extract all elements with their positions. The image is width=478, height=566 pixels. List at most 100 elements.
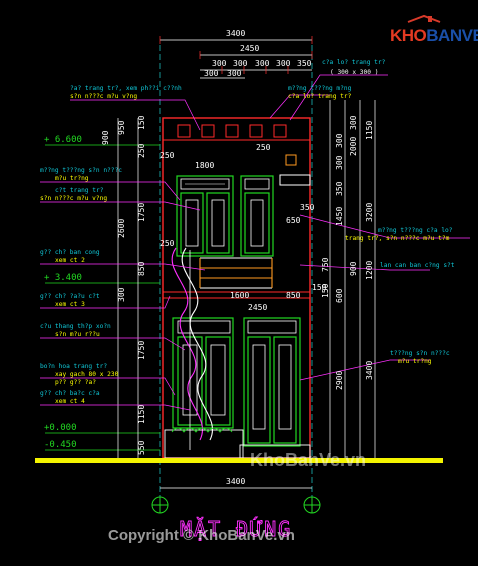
svg-text:c?u thang th?p xo?n: c?u thang th?p xo?n — [40, 323, 111, 330]
left-dim-0: 900 — [101, 130, 110, 145]
right-dimension-lines — [329, 100, 376, 458]
dim-seg-2: 300 — [233, 59, 248, 68]
right-dim-6: 1450 — [335, 207, 344, 226]
note-left-2: c?t trang tr? s?n n???c m?u v?ng — [40, 187, 107, 202]
dim-1800: 1800 — [195, 161, 214, 170]
drawing-title: MẶT ĐỨNG — [180, 517, 292, 541]
svg-text:m??ng t???ng m?ng: m??ng t???ng m?ng — [288, 85, 352, 92]
dim-seg-5: 350 — [297, 59, 312, 68]
right-dim-10: 900 — [349, 261, 358, 276]
note-left-1: m??ng t???ng s?n n???c m?u tr?ng — [40, 167, 122, 182]
dim-250b: 250 — [256, 143, 271, 152]
note-left-6: bo?n hoa trang tr? xay gach 80 x 230 p??… — [40, 363, 119, 386]
left-dimension-lines — [117, 118, 139, 458]
axis-circle-right — [303, 496, 321, 514]
svg-text:s?n n???c m?u v?ng: s?n n???c m?u v?ng — [70, 93, 137, 100]
svg-text:p?? g?? ?a?: p?? g?? ?a? — [55, 379, 96, 386]
dim-total-bottom: 3400 — [226, 477, 245, 486]
svg-text:m??ng t???ng s?n n???c: m??ng t???ng s?n n???c — [40, 167, 122, 174]
note-left-4: g?? ch? ?a?u c?t xem ct 3 — [40, 293, 100, 308]
svg-text:g?? ch? ban cong: g?? ch? ban cong — [40, 249, 100, 256]
svg-text:xay gach 80 x 230: xay gach 80 x 230 — [55, 371, 119, 378]
note-right-2: m??ng t???ng c?a lo? trang tr?, s?n n???… — [345, 227, 453, 242]
svg-text:?a? trang tr?, xem ph??i c??nh: ?a? trang tr?, xem ph??i c??nh — [70, 85, 182, 92]
level-0000: +0.000 — [44, 423, 77, 433]
note-left-3: g?? ch? ban cong xem ct 2 — [40, 249, 100, 264]
svg-text:t???ng s?n n???c: t???ng s?n n???c — [390, 350, 450, 357]
dim-seg2-2: 300 — [227, 69, 242, 78]
left-notes: ?a? trang tr?, xem ph??i c??nh s?n n???c… — [40, 85, 182, 405]
level-minus-0450: -0.450 — [44, 440, 77, 450]
dim-650: 650 — [286, 216, 301, 225]
svg-text:trang tr?, s?n n???c m?u t?m: trang tr?, s?n n???c m?u t?m — [345, 235, 450, 242]
right-dim-5: 350 — [335, 181, 344, 196]
left-dimension-texts: 900 950 150 250 1750 2600 850 300 1750 1… — [101, 115, 146, 455]
left-dim-4: 1750 — [137, 203, 146, 222]
svg-text:xem ct 3: xem ct 3 — [55, 301, 85, 308]
note-right-4: t???ng s?n n???c m?u tr?ng — [390, 350, 450, 365]
leader-lines-right — [269, 74, 470, 381]
right-dimension-texts: 1150 300 300 2000 300 350 1450 3200 750 … — [321, 115, 374, 390]
watermark-copyright: Copyright © KhoBanVe.vn — [108, 527, 295, 544]
brand-logo-text: KHOBANVE — [390, 26, 478, 45]
note-right-3: lan can ban c?ng s?t — [380, 262, 455, 269]
level-6600: + 6.600 — [44, 135, 82, 145]
svg-text:s?n m?u r??u: s?n m?u r??u — [55, 331, 100, 338]
dim-1600: 1600 — [230, 291, 249, 300]
right-dim-7: 3200 — [365, 203, 374, 222]
right-dim-13: 3400 — [365, 361, 374, 380]
right-dim-2: 300 — [349, 115, 358, 130]
left-dim-6: 850 — [137, 261, 146, 276]
svg-text:c?a lo? trang tr?: c?a lo? trang tr? — [322, 59, 386, 66]
balcony-railing — [199, 257, 273, 289]
note-left-5: c?u thang th?p xo?n s?n m?u r??u — [40, 323, 111, 338]
lower-door-left — [172, 317, 234, 429]
svg-text:xem ct 4: xem ct 4 — [55, 398, 85, 405]
svg-text:m?u tr?ng: m?u tr?ng — [398, 358, 432, 365]
note-left-7: g?? ch? ba?c c?a xem ct 4 — [40, 390, 100, 405]
svg-text:c?a lo? trang tr?: c?a lo? trang tr? — [288, 93, 352, 100]
svg-text:c?t trang tr?: c?t trang tr? — [55, 187, 104, 194]
top-dimension-texts: 3400 2450 300 300 300 300 350 300 300 18… — [160, 29, 327, 486]
level-texts: + 6.600 + 3.400 +0.000 -0.450 — [44, 135, 82, 450]
leader-lines-left — [40, 99, 206, 411]
left-dim-5: 2600 — [117, 219, 126, 238]
axis-circle-left — [151, 496, 169, 514]
svg-text:s?n n???c m?u v?ng: s?n n???c m?u v?ng — [40, 195, 107, 202]
right-dim-11: 600 — [335, 288, 344, 303]
svg-text:( 300 x 300 ): ( 300 x 300 ) — [330, 69, 378, 76]
upper-door-right — [240, 175, 274, 257]
dim-total-top: 3400 — [226, 29, 245, 38]
left-dim-7: 300 — [117, 287, 126, 302]
upper-door-left — [176, 175, 234, 257]
brand-logo-icon — [407, 14, 441, 23]
left-dim-1: 950 — [117, 120, 126, 135]
right-dim-1: 300 — [335, 133, 344, 148]
dim-350: 350 — [300, 203, 315, 212]
dim-seg2-1: 300 — [204, 69, 219, 78]
spiral-staircase — [171, 247, 213, 450]
dim-seg-3: 300 — [255, 59, 270, 68]
right-dim-0: 1150 — [365, 121, 374, 140]
right-dim-4: 300 — [335, 155, 344, 170]
svg-text:m?u tr?ng: m?u tr?ng — [55, 175, 89, 182]
right-dim-12: 2900 — [335, 371, 344, 390]
right-dim-9: 1200 — [365, 261, 374, 280]
dim-inner-top: 2450 — [240, 44, 259, 53]
svg-text:m??ng t???ng c?a lo?: m??ng t???ng c?a lo? — [378, 227, 453, 234]
dim-250c: 250 — [160, 239, 175, 248]
dim-250a: 250 — [160, 151, 175, 160]
dim-150: 150 — [312, 283, 327, 292]
ground-line — [35, 458, 443, 463]
note-right-0: c?a lo? trang tr? ( 300 x 300 ) — [322, 59, 386, 76]
top-dimension-lines — [159, 36, 313, 79]
dim-seg-1: 300 — [212, 59, 227, 68]
left-dim-8: 1750 — [137, 341, 146, 360]
axis-lines — [159, 45, 313, 500]
svg-text:bo?n hoa trang tr?: bo?n hoa trang tr? — [40, 363, 107, 370]
right-notes: c?a lo? trang tr? ( 300 x 300 ) m??ng t?… — [288, 59, 455, 365]
level-marker-lines — [45, 144, 160, 451]
right-dim-3: 2000 — [349, 137, 358, 156]
